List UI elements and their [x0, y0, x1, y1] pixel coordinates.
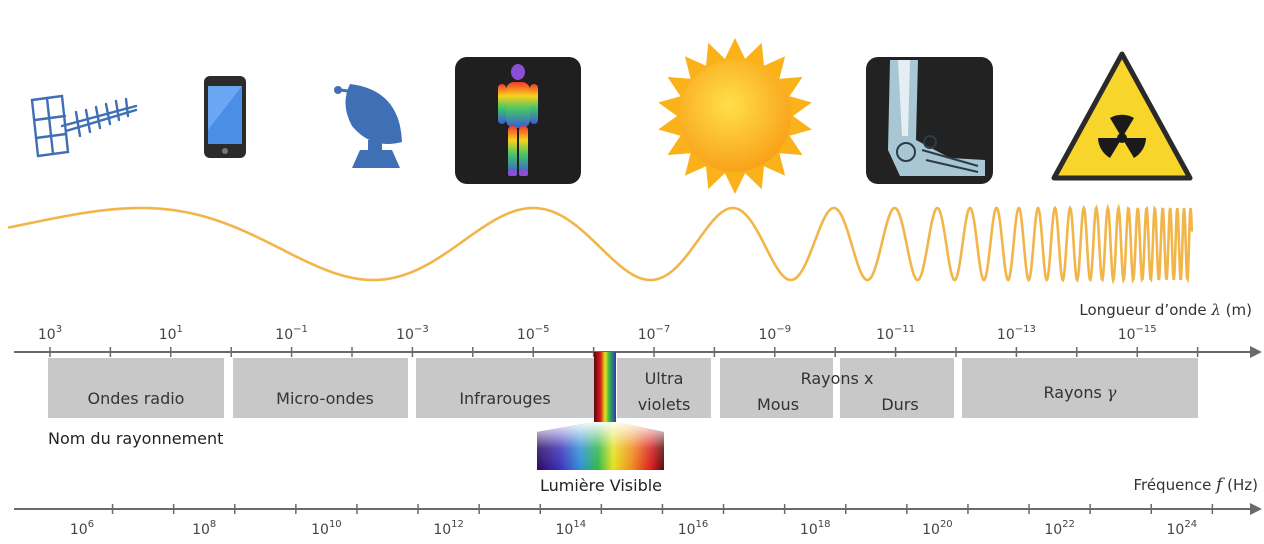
frequency-tick-label: 1012	[433, 519, 464, 538]
band-xray-soft	[720, 358, 833, 418]
xray-foot-icon	[866, 57, 993, 184]
frequency-tick-label: 1010	[311, 519, 342, 538]
radiation-bands: Ondes radio Micro-ondes Infrarouges Ultr…	[48, 358, 1198, 418]
frequency-tick-label: 1016	[678, 519, 709, 538]
frequency-tick-label: 1018	[800, 519, 831, 538]
wavelength-tick-label: 10−11	[876, 324, 915, 343]
thermal-body-icon	[455, 57, 581, 184]
antenna-icon	[30, 94, 138, 158]
band-uv-label-2: violets	[638, 395, 691, 414]
wavelength-axis-title: Longueur d’onde λ (m)	[1079, 301, 1252, 319]
band-xray-hard-label: Durs	[881, 395, 918, 414]
frequency-tick-label: 1020	[922, 519, 953, 538]
smartphone-icon	[204, 76, 246, 158]
wavelength-tick-label: 10−5	[517, 324, 550, 343]
wavelength-tick-label: 10−9	[759, 324, 792, 343]
band-xray-title: Rayons x	[801, 369, 874, 388]
band-xray-soft-label: Mous	[757, 395, 799, 414]
band-infrared-label: Infrarouges	[459, 389, 550, 408]
wavelength-tick-label: 10−13	[997, 324, 1036, 343]
em-wave	[7, 203, 1194, 285]
sun-icon	[658, 38, 812, 194]
visible-light-label: Lumière Visible	[540, 476, 662, 495]
radiation-name-label: Nom du rayonnement	[48, 429, 223, 448]
wavelength-axis: 103 101 10−1 10−3 10−5 10−7 10−9 10−11 10−13 10−1…	[14, 324, 1262, 358]
frequency-tick-label: 106	[70, 519, 94, 538]
band-radio	[48, 358, 224, 418]
wavelength-tick-label: 10−15	[1118, 324, 1157, 343]
wavelength-tick-label: 10−7	[638, 324, 671, 343]
band-ultraviolet	[617, 358, 711, 418]
band-gamma	[962, 358, 1198, 418]
band-microwave	[233, 358, 408, 418]
frequency-tick-label: 1022	[1044, 519, 1075, 538]
band-infrared	[416, 358, 594, 418]
band-uv-label-1: Ultra	[645, 369, 684, 388]
frequency-axis: 106 108 1010 1012 1014 1016 1018 1020 1022 1024	[14, 503, 1262, 538]
satellite-dish-icon	[334, 84, 402, 168]
frequency-tick-label: 1014	[556, 519, 587, 538]
frequency-axis-title: Fréquence f (Hz)	[1133, 475, 1258, 495]
band-gamma-label: Rayons γ	[1044, 383, 1117, 402]
frequency-tick-label: 1024	[1167, 519, 1198, 538]
wavelength-tick-label: 101	[159, 324, 183, 343]
radiation-warning-icon	[1051, 51, 1193, 181]
frequency-tick-label: 108	[192, 519, 216, 538]
band-radio-label: Ondes radio	[88, 389, 185, 408]
band-xray-hard	[840, 358, 954, 418]
wavelength-tick-label: 10−1	[275, 324, 308, 343]
band-microwave-label: Micro-ondes	[276, 389, 374, 408]
wavelength-tick-label: 10−3	[396, 324, 429, 343]
visible-light-spectrum	[537, 352, 664, 470]
wavelength-tick-label: 103	[38, 324, 62, 343]
